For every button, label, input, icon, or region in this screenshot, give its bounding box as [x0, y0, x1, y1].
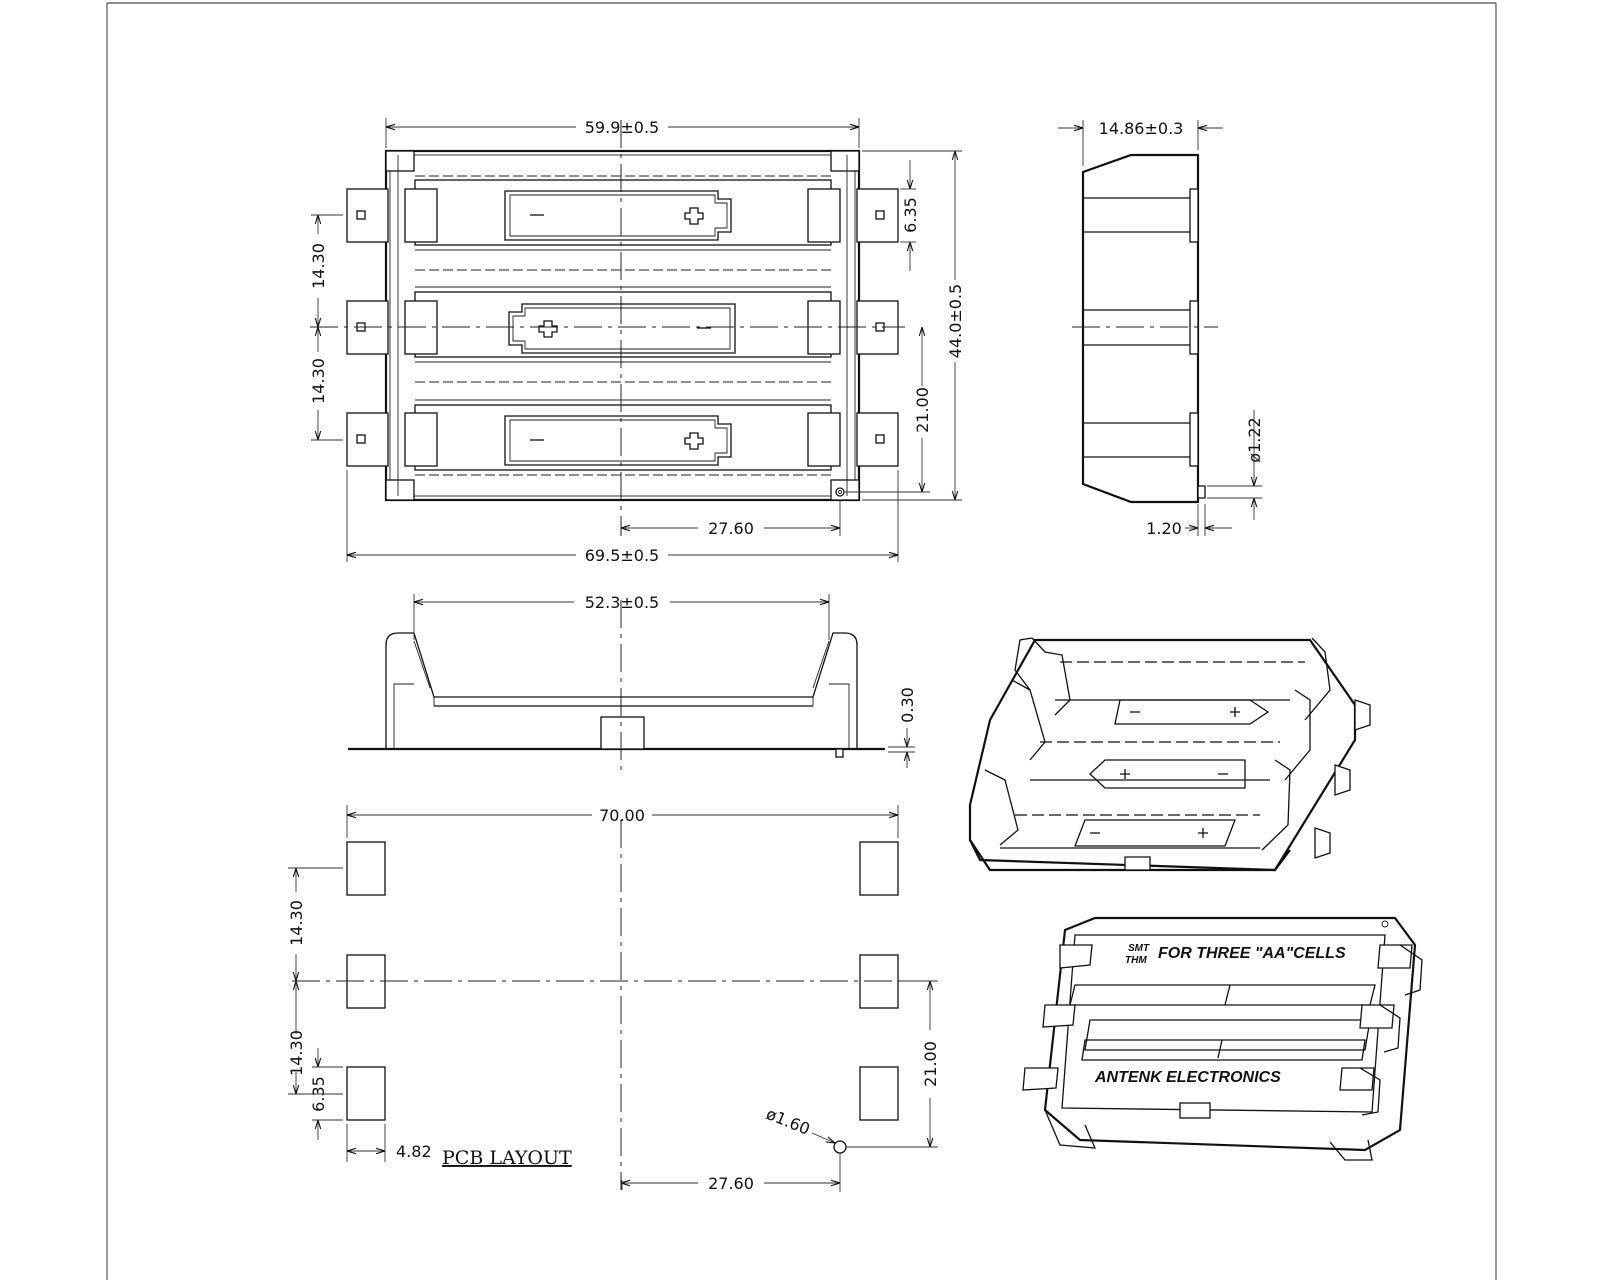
pcb-pad — [346, 1066, 386, 1121]
dim-inner-width: 52.3±0.5 — [585, 593, 659, 612]
dim-top-width: 59.9±0.5 — [585, 118, 659, 137]
dim-pad-width: 4.82 — [396, 1142, 432, 1161]
front-view — [348, 600, 885, 770]
dim-pad-span: 70.00 — [599, 806, 645, 825]
sheet-border — [106, 2, 1497, 1280]
dim-pin-len: 1.20 — [1146, 519, 1182, 538]
label-smt: SMT — [1128, 943, 1150, 954]
dim-tab-pitch-lower: 14.30 — [309, 358, 328, 404]
dim-pin-offset-y: 21.00 — [913, 387, 932, 433]
isometric-bottom-view: SMT THM FOR THREE "AA"CELLS ANTENK ELECT… — [1022, 916, 1423, 1161]
dim-pin-dia: ø1.22 — [1245, 417, 1264, 462]
dim-pin-offset-x: 27.60 — [708, 519, 754, 538]
label-manufacturer: ANTENK ELECTRONICS — [1094, 1069, 1281, 1086]
dim-pad-height: 6.35 — [309, 1076, 328, 1112]
top-view-dimensions: 59.9±0.5 14.30 14.30 6.35 44.0±0.5 21.00… — [309, 118, 965, 565]
pcb-layout — [292, 820, 925, 1190]
front-view-dimensions: 52.3±0.5 0.30 — [413, 593, 917, 768]
top-view — [310, 120, 905, 536]
pcb-pad — [859, 841, 899, 896]
dim-pcb-pitch-lower: 14.30 — [287, 1030, 306, 1076]
pcb-pad — [859, 1066, 899, 1121]
dim-hole-dia: ø1.60 — [764, 1104, 813, 1139]
dim-pcb-pitch-upper: 14.30 — [287, 900, 306, 946]
dim-tab-pitch-upper: 14.30 — [309, 243, 328, 289]
label-thm: THM — [1125, 955, 1147, 966]
pcb-layout-title: PCB LAYOUT — [442, 1147, 572, 1169]
dim-tab-width: 6.35 — [901, 197, 920, 233]
dim-overall-height: 44.0±0.5 — [946, 284, 965, 358]
dim-hole-offset-y: 21.00 — [921, 1041, 940, 1087]
isometric-top-view — [968, 637, 1371, 872]
label-description: FOR THREE "AA"CELLS — [1158, 945, 1346, 962]
dim-base-thickness: 0.30 — [898, 687, 917, 723]
pcb-hole — [833, 1140, 847, 1154]
dim-overall-width: 69.5±0.5 — [585, 546, 659, 565]
dim-side-depth: 14.86±0.3 — [1099, 119, 1184, 138]
side-view-dimensions: 14.86±0.3 ø1.22 1.20 — [1058, 119, 1264, 538]
side-view — [1072, 153, 1218, 504]
pcb-pad — [346, 841, 386, 896]
dim-hole-offset-x: 27.60 — [708, 1174, 754, 1193]
